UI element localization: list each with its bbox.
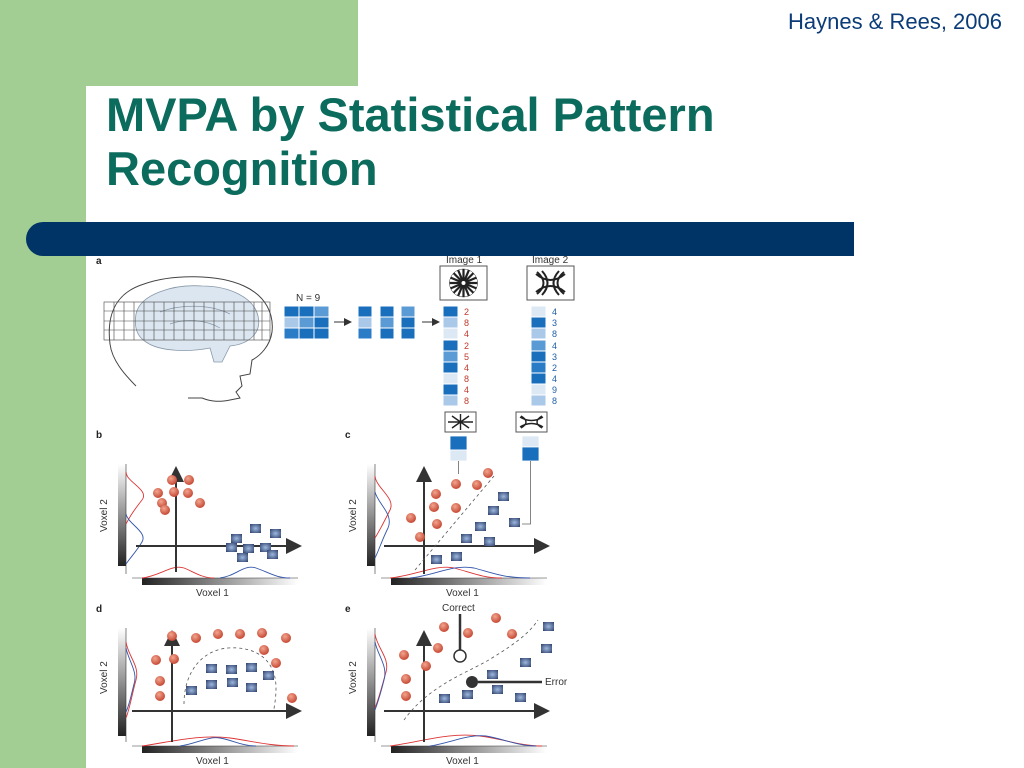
class2-points-c (431, 492, 520, 564)
svg-text:8: 8 (464, 396, 469, 406)
svg-text:5: 5 (464, 352, 469, 362)
panel-b: b Voxel 2 Voxel 1 (96, 430, 302, 599)
voxel1-scale-c (391, 578, 547, 585)
class1-points-b (153, 475, 205, 515)
class1-points-c (406, 468, 493, 542)
image2-label: Image 2 (532, 255, 569, 266)
voxel2-scale (118, 464, 126, 566)
panel-e: e Voxel 2 Voxel 1 Correct Error (345, 603, 568, 767)
citation: Haynes & Rees, 2006 (787, 9, 1002, 34)
green-top-block (0, 0, 358, 86)
svg-text:4: 4 (552, 307, 557, 317)
slide-title: MVPA by Statistical Pattern Recognition (106, 88, 866, 196)
svg-text:4: 4 (464, 363, 469, 373)
svg-text:4: 4 (464, 329, 469, 339)
voxel1-scale-e (391, 746, 547, 753)
class2-points-e (439, 622, 554, 703)
title-divider-bar (26, 222, 854, 256)
mvpa-figure: a N = 9 Ima (90, 252, 590, 768)
correct-point (453, 649, 467, 663)
svg-text:8: 8 (552, 396, 557, 406)
decision-boundary-c (414, 475, 495, 571)
voxel1-scale-d (142, 746, 298, 753)
panel-label-b: b (96, 430, 102, 441)
image1-vector (442, 305, 459, 407)
voxel1-scale (142, 578, 298, 585)
svg-text:9: 9 (552, 385, 557, 395)
voxel2-axis-label-d: Voxel 2 (99, 661, 110, 694)
voxel2-axis-label-c: Voxel 2 (348, 499, 359, 532)
image1-values: 284 254 848 (464, 307, 469, 406)
voxel1-axis-label-d: Voxel 1 (196, 756, 229, 767)
panel-label-c: c (345, 430, 351, 441)
error-label: Error (545, 677, 568, 688)
svg-text:2: 2 (464, 341, 469, 351)
svg-text:2: 2 (464, 307, 469, 317)
voxel-grid (103, 301, 271, 341)
voxel1-axis-label-c: Voxel 1 (446, 588, 479, 599)
voxel2-scale-d (118, 628, 126, 736)
svg-text:3: 3 (552, 318, 557, 328)
svg-text:4: 4 (552, 341, 557, 351)
panel-a: a N = 9 Ima (96, 255, 575, 407)
panel-c: c Voxel 2 Voxel 1 (345, 430, 550, 599)
voxel2-axis-label-e: Voxel 2 (348, 661, 359, 694)
title-line-2: Recognition (106, 142, 378, 195)
voxel2-scale-c (367, 464, 375, 566)
panel-label-e: e (345, 604, 351, 615)
panel-d: d Voxel 2 Voxel 1 (96, 604, 302, 767)
decision-boundary-d (183, 647, 277, 711)
svg-text:4: 4 (552, 374, 557, 384)
voxel-columns (357, 305, 416, 340)
brain-shape (134, 285, 260, 363)
image2-vector (530, 305, 547, 407)
green-sidebar (0, 0, 86, 768)
panel-label-a: a (96, 256, 102, 267)
class2-points-d (186, 663, 274, 695)
voxel1-axis-label-e: Voxel 1 (446, 756, 479, 767)
n-label: N = 9 (296, 293, 321, 304)
class1-points-d (151, 628, 297, 703)
error-point (466, 676, 478, 688)
image1-label: Image 1 (446, 255, 483, 266)
class2-points-b (226, 524, 281, 562)
voxel1-axis-label-b: Voxel 1 (196, 588, 229, 599)
image2-stimulus (526, 265, 575, 301)
svg-text:8: 8 (552, 329, 557, 339)
svg-text:8: 8 (464, 374, 469, 384)
content-card (86, 86, 1024, 768)
voxel-3x3-block (283, 305, 330, 340)
voxel2-scale-e (367, 628, 375, 736)
test-stimuli (444, 411, 548, 525)
svg-text:4: 4 (464, 385, 469, 395)
image2-values: 438 432 498 (552, 307, 557, 406)
panel-label-d: d (96, 604, 102, 615)
class1-points-e (399, 613, 517, 701)
voxel2-axis-label-b: Voxel 2 (99, 499, 110, 532)
svg-text:8: 8 (464, 318, 469, 328)
svg-text:3: 3 (552, 352, 557, 362)
image1-stimulus (439, 265, 488, 301)
svg-text:2: 2 (552, 363, 557, 373)
correct-label: Correct (442, 603, 475, 614)
title-line-1: MVPA by Statistical Pattern (106, 88, 715, 141)
decision-boundary-e (403, 619, 539, 721)
